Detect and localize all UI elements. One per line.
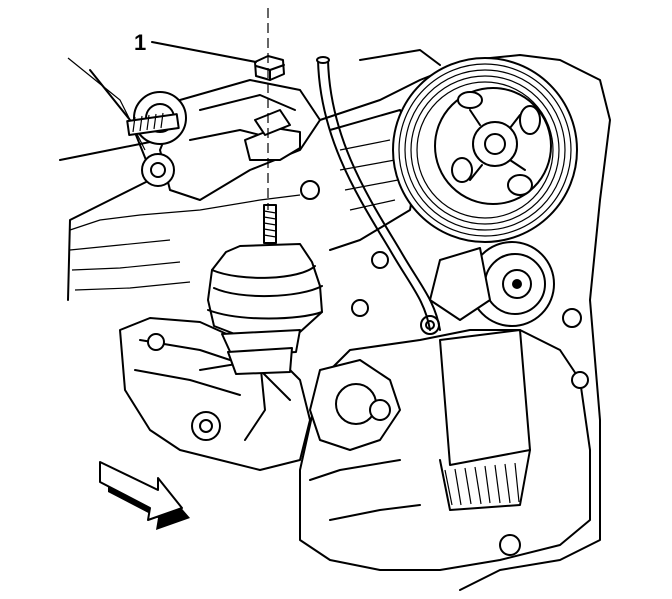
dipstick-tube <box>316 56 441 331</box>
crankshaft-pulley <box>392 57 578 243</box>
engine-mount <box>207 204 323 375</box>
engine-block <box>59 49 611 591</box>
mount-bracket <box>244 109 301 161</box>
mount-nut <box>254 55 285 81</box>
left-stud-bolt <box>126 112 180 136</box>
idler-pulley <box>429 241 555 327</box>
forward-direction-arrow-icon <box>99 461 190 530</box>
callout-number-1: 1 <box>134 30 147 55</box>
oil-filter <box>439 329 531 511</box>
callout-leader-line <box>151 41 257 63</box>
